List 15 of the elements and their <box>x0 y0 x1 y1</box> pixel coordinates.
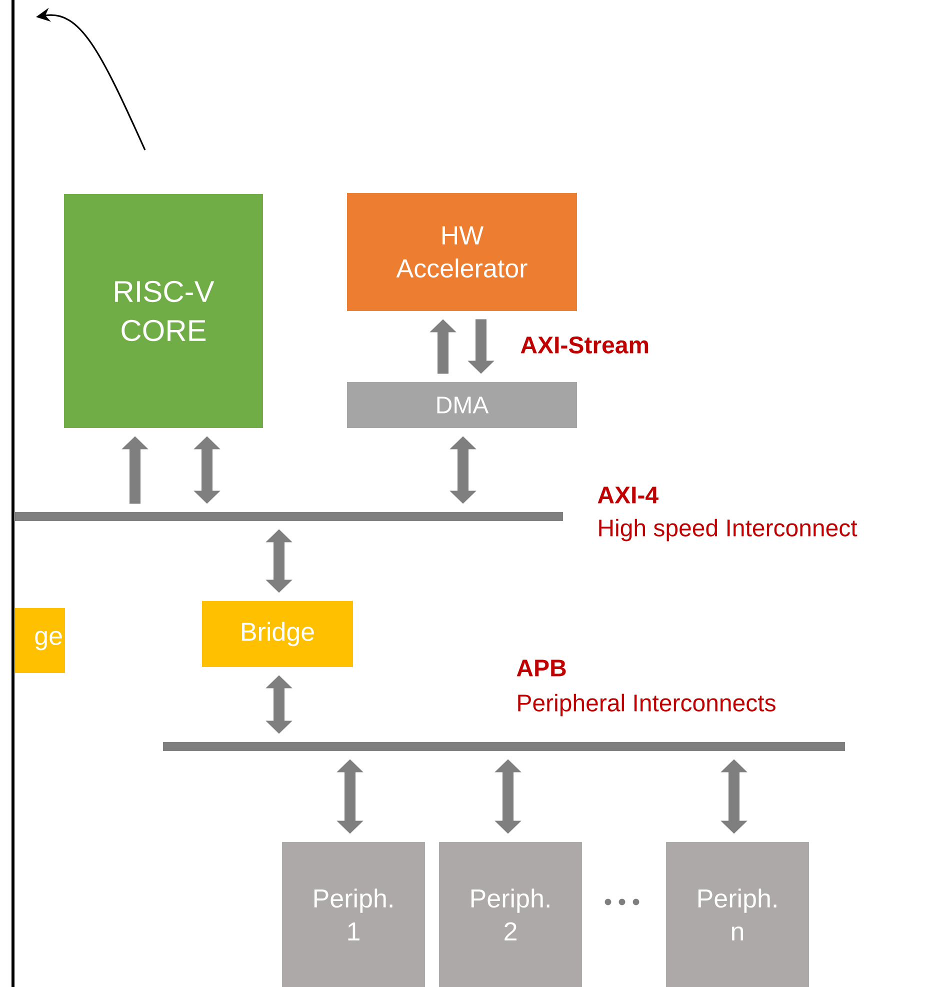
block-box: DMA <box>347 382 577 428</box>
bus-label: AXI-Stream <box>520 336 648 354</box>
block-box: HW Accelerator <box>347 193 577 311</box>
bus-label: High speed Interconnect <box>599 518 858 542</box>
bus-label: Peripheral Interconnects <box>518 694 776 716</box>
block-box: Periph. n <box>666 842 809 987</box>
bus-label: AXI-4 <box>598 486 658 504</box>
bus-bar <box>15 512 563 521</box>
block-box: Periph. 1 <box>282 842 425 987</box>
bus-bar <box>163 742 846 751</box>
block-box: Bridge <box>202 601 353 667</box>
bus-label: APB <box>516 660 566 676</box>
block-box: Periph. 2 <box>439 842 582 987</box>
block-box: ge <box>15 608 65 673</box>
block-box: RISC-V CORE <box>64 194 263 428</box>
